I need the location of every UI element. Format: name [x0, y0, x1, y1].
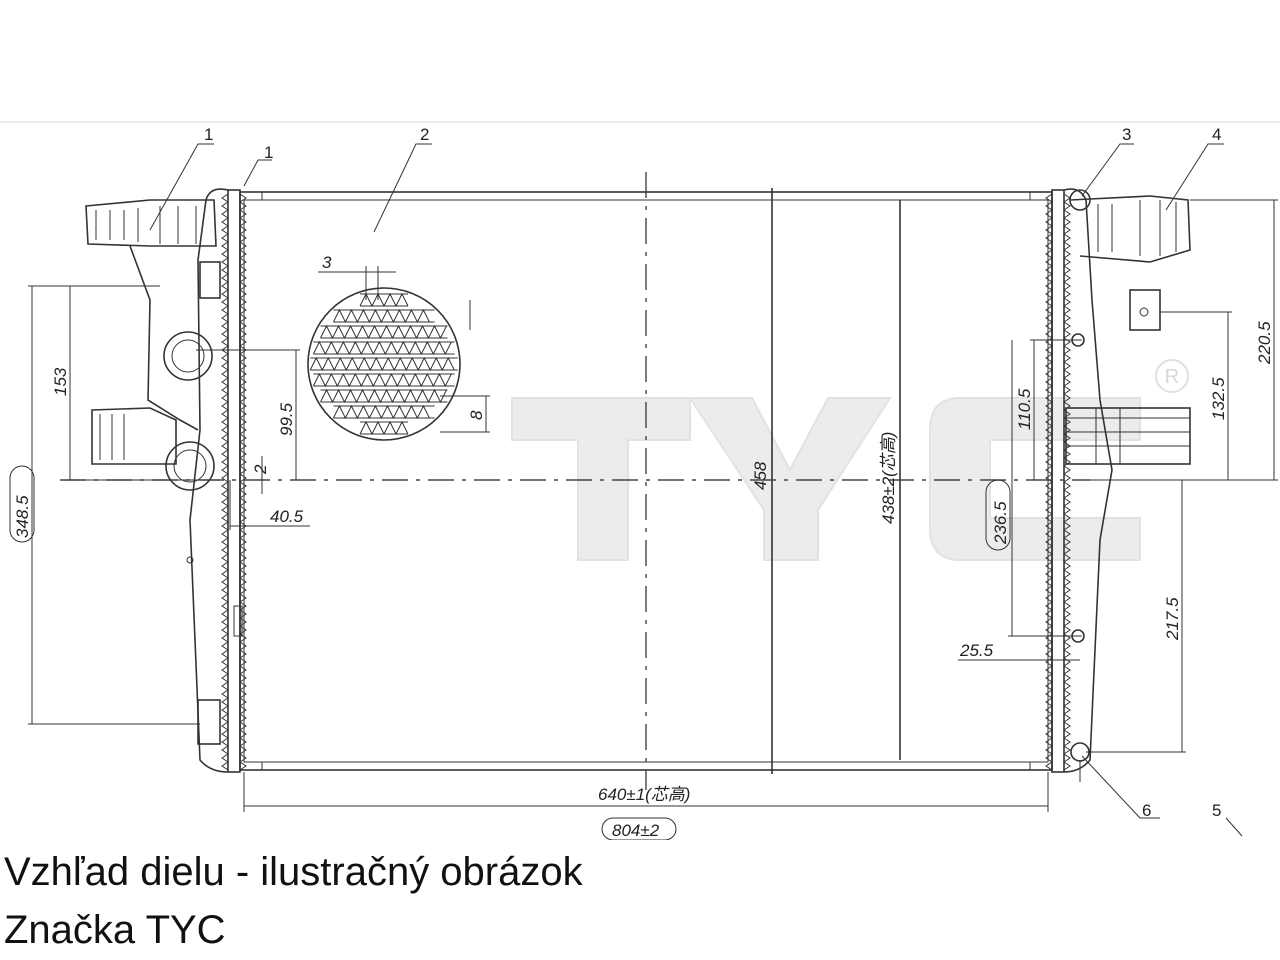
dim-2: 2 — [251, 464, 270, 475]
dim-217-5: 217.5 — [1163, 597, 1182, 641]
dim-25-5: 25.5 — [959, 641, 994, 660]
callout-1: 1 — [204, 125, 213, 144]
dim-640: 640±1(芯高) — [598, 785, 690, 804]
callout-3: 3 — [1122, 125, 1131, 144]
caption-illustration-note: Vzhľad dielu - ilustračný obrázok — [4, 850, 583, 894]
dim-110-5: 110.5 — [1015, 388, 1034, 430]
dim-132-5: 132.5 — [1209, 377, 1228, 420]
right-header-plate — [1045, 189, 1071, 773]
dim-348-5: 348.5 — [13, 495, 32, 538]
fin-detail-view — [307, 287, 461, 441]
callout-leaders — [149, 143, 1243, 837]
caption-brand: Značka TYC — [4, 908, 226, 952]
dimension-lines — [28, 199, 1278, 812]
dim-438: 438±2(芯高) — [879, 432, 898, 524]
dim-40-5: 40.5 — [270, 507, 304, 526]
callout-1b: 1 — [264, 143, 273, 162]
dim-236-5: 236.5 — [991, 501, 1010, 545]
radiator-technical-drawing: R — [0, 121, 1280, 840]
center-lines — [60, 172, 1090, 790]
registered-mark: R — [1165, 366, 1179, 388]
callout-4: 4 — [1212, 125, 1221, 144]
dim-804: 804±2 — [612, 821, 660, 840]
left-header-plate — [221, 189, 247, 773]
dim-220-5: 220.5 — [1255, 321, 1274, 365]
dim-99-5: 99.5 — [277, 402, 296, 436]
callout-6: 6 — [1142, 801, 1151, 820]
callout-2: 2 — [420, 125, 429, 144]
tyc-watermark: R — [511, 359, 1189, 561]
right-tank — [1063, 188, 1191, 782]
dim-458: 458 — [751, 461, 770, 490]
dim-8: 8 — [467, 410, 486, 420]
callout-5: 5 — [1212, 801, 1221, 820]
dim-153: 153 — [51, 367, 70, 396]
left-tank — [85, 188, 243, 773]
dim-fin-pitch: 3 — [322, 253, 332, 272]
